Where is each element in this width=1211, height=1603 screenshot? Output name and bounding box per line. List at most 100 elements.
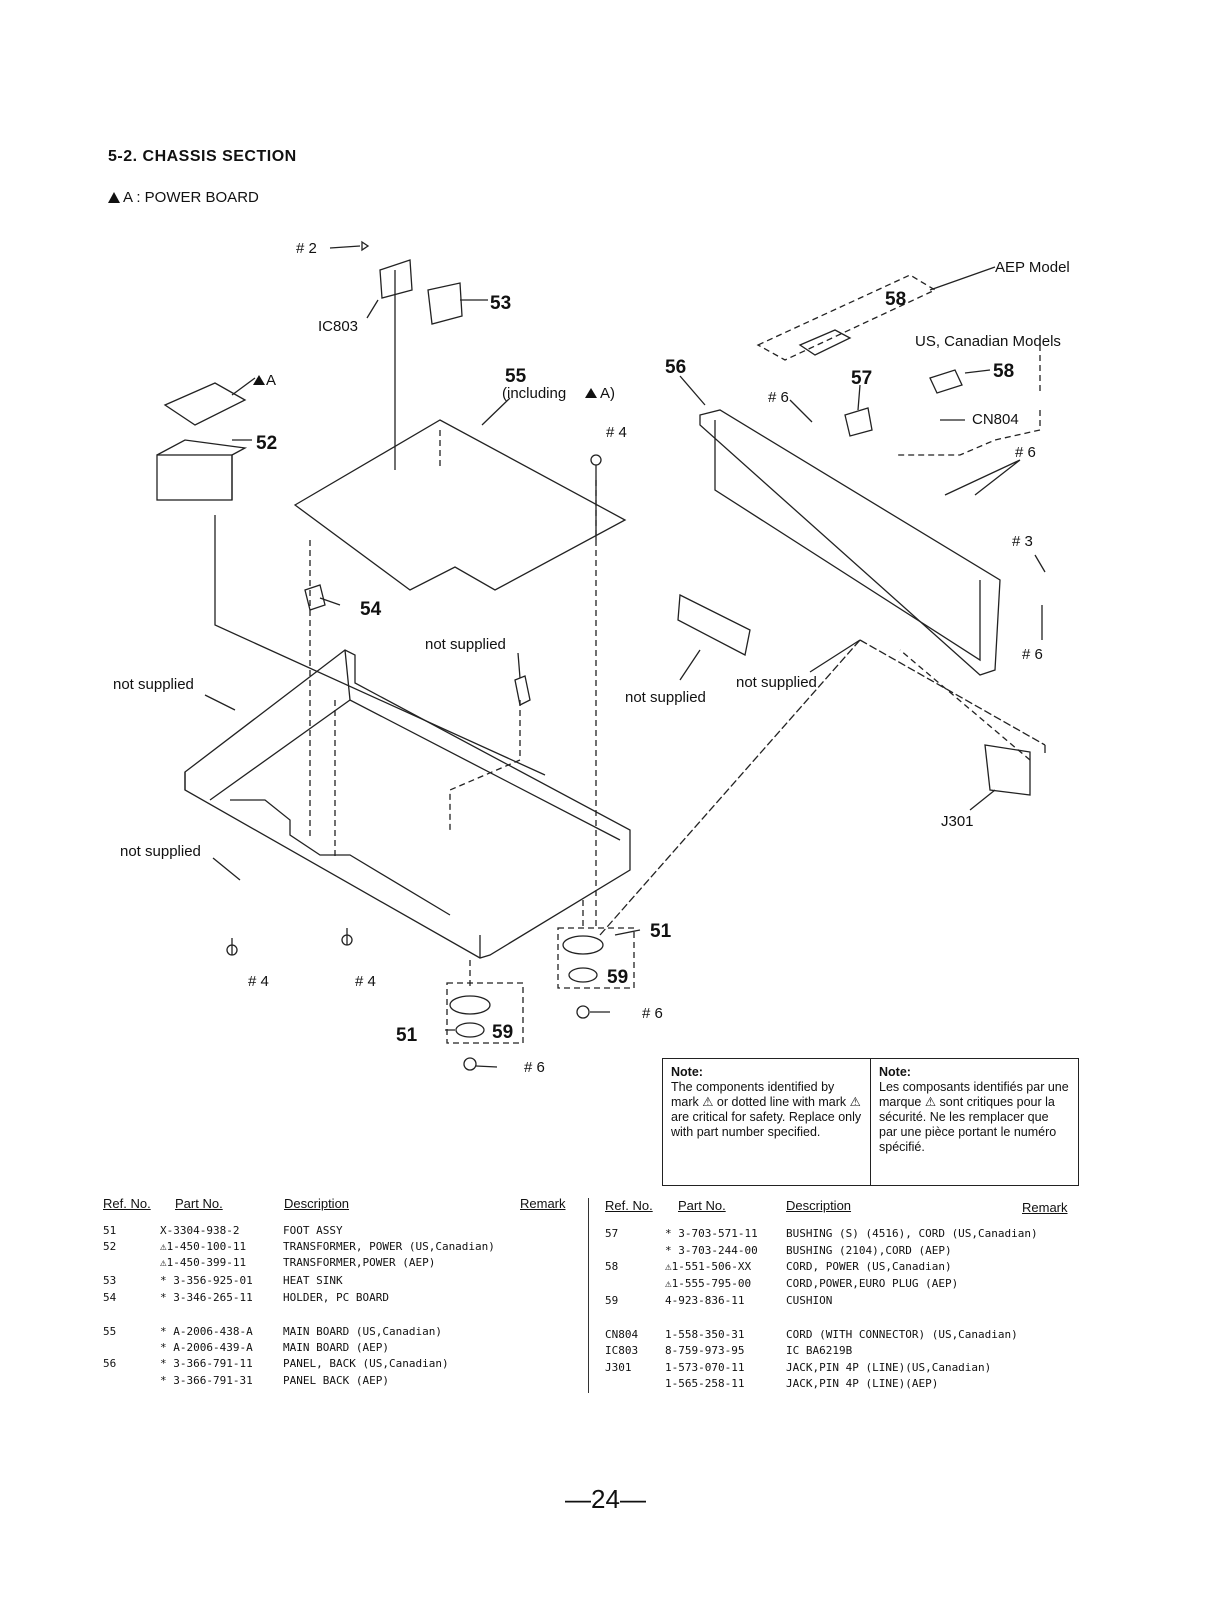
- ref-52: 52: [256, 433, 277, 454]
- chassis-frame: [184, 649, 631, 959]
- part-no-header-left: Part No.: [175, 1196, 223, 1211]
- ic803-label: IC803: [318, 318, 358, 335]
- exploded-diagram: # 2 IC803 53 A 52 55 (including A) # 4 5…: [113, 240, 1070, 1076]
- table-cell: 52: [103, 1240, 117, 1253]
- column-divider: [588, 1198, 589, 1393]
- table-cell: CUSHION: [786, 1294, 833, 1307]
- us-canadian-models-label: US, Canadian Models: [915, 333, 1061, 350]
- table-cell: * A-2006-438-A: [160, 1325, 253, 1338]
- table-cell: PANEL BACK (AEP): [283, 1374, 389, 1387]
- page-number: —24—: [565, 1484, 646, 1514]
- table-cell: * 3-366-791-11: [160, 1357, 253, 1370]
- foot-51b: [562, 935, 604, 955]
- heat-sink-53: [427, 282, 463, 325]
- power-board-legend-text: A : POWER BOARD: [123, 189, 259, 206]
- foot-51a: [449, 995, 491, 1015]
- table-cell: CORD,POWER,EURO PLUG (AEP): [786, 1277, 959, 1290]
- screw-6-label-b: # 6: [1015, 444, 1036, 461]
- holder-54: [304, 584, 326, 611]
- table-cell: X-3304-938-2: [160, 1224, 240, 1237]
- main-board: [293, 419, 627, 591]
- note-french: Note: Les composants identifiés par une …: [870, 1059, 1078, 1185]
- cn804-label: CN804: [972, 411, 1019, 428]
- ref-no-header-right: Ref. No.: [605, 1198, 653, 1213]
- table-cell: 1-558-350-31: [665, 1328, 745, 1341]
- ref-58-us: 58: [993, 361, 1014, 382]
- screw-6-label-c: # 6: [1022, 646, 1043, 663]
- ref-59-left: 59: [492, 1022, 513, 1043]
- board-a: [163, 382, 247, 426]
- table-cell: CORD, POWER (US,Canadian): [786, 1260, 952, 1273]
- not-supplied-label-2: not supplied: [113, 676, 194, 693]
- note-french-body: Les composants identifiés par une marque…: [879, 1080, 1069, 1154]
- table-cell: IC803: [605, 1344, 639, 1357]
- table-cell: 8-759-973-95: [665, 1344, 745, 1357]
- including-a-label: A): [600, 385, 615, 402]
- table-cell: ⚠1-450-399-11: [160, 1256, 247, 1269]
- ref-54: 54: [360, 599, 382, 620]
- back-panel: [699, 409, 1001, 676]
- table-cell: HEAT SINK: [283, 1274, 343, 1287]
- ref-56: 56: [665, 357, 686, 378]
- table-cell: CORD (WITH CONNECTOR) (US,Canadian): [786, 1328, 1018, 1341]
- screw-4-label-top: # 4: [606, 424, 627, 441]
- table-cell: 59: [605, 1294, 619, 1307]
- ref-55: 55: [505, 366, 527, 387]
- table-cell: ⚠1-555-795-00: [665, 1277, 752, 1290]
- note-french-heading: Note:: [879, 1065, 911, 1079]
- table-cell: 56: [103, 1357, 117, 1370]
- ref-59-right: 59: [607, 967, 628, 988]
- section-title: 5-2. CHASSIS SECTION: [108, 148, 297, 165]
- table-cell: ⚠1-450-100-11: [160, 1240, 247, 1253]
- screw-2-label: # 2: [296, 240, 317, 257]
- table-cell: J301: [605, 1361, 632, 1374]
- table-cell: 4-923-836-11: [665, 1294, 745, 1307]
- not-supplied-label-1: not supplied: [425, 636, 506, 653]
- description-header-right: Description: [786, 1198, 852, 1213]
- table-cell: * A-2006-439-A: [160, 1341, 253, 1354]
- table-cell: BUSHING (2104),CORD (AEP): [786, 1244, 952, 1257]
- ref-no-header-left: Ref. No.: [103, 1196, 151, 1211]
- remark-header-left: Remark: [520, 1196, 566, 1211]
- table-cell: JACK,PIN 4P (LINE)(AEP): [786, 1377, 939, 1390]
- plug-us: [929, 369, 963, 394]
- table-cell: MAIN BOARD (US,Canadian): [283, 1325, 442, 1338]
- screw-2: [329, 240, 370, 252]
- table-cell: 58: [605, 1260, 619, 1273]
- screw-6-label-e: # 6: [524, 1059, 545, 1076]
- table-cell: JACK,PIN 4P (LINE)(US,Canadian): [786, 1361, 992, 1374]
- table-cell: MAIN BOARD (AEP): [283, 1341, 389, 1354]
- ref-53: 53: [490, 293, 511, 314]
- not-supplied-label-5: not supplied: [120, 843, 201, 860]
- table-cell: * 3-356-925-01: [160, 1274, 253, 1287]
- screw-3-label: # 3: [1012, 533, 1033, 550]
- triangle-icon: [585, 388, 597, 398]
- note-english-heading: Note:: [671, 1065, 703, 1079]
- screw-6-label-a: # 6: [768, 389, 789, 406]
- description-header-left: Description: [284, 1196, 350, 1211]
- power-board-legend: A : POWER BOARD: [108, 189, 259, 206]
- ref-57: 57: [851, 368, 872, 389]
- j301-label: J301: [941, 813, 974, 830]
- table-cell: FOOT ASSY: [283, 1224, 343, 1237]
- table-cell: CN804: [605, 1328, 639, 1341]
- ref-51-left: 51: [396, 1025, 418, 1046]
- table-cell: BUSHING (S) (4516), CORD (US,Canadian): [786, 1227, 1038, 1240]
- screw-4-label-mid: # 4: [355, 973, 376, 990]
- screw-4-label-left: # 4: [248, 973, 269, 990]
- not-supplied-label-3: not supplied: [736, 674, 817, 691]
- table-cell: 55: [103, 1325, 117, 1338]
- table-cell: * 3-703-571-11: [665, 1227, 758, 1240]
- ic803-part: [379, 259, 413, 299]
- table-cell: 53: [103, 1274, 117, 1287]
- plug-aep: [798, 329, 852, 356]
- table-cell: * 3-346-265-11: [160, 1291, 253, 1304]
- part-no-header-right: Part No.: [678, 1198, 726, 1213]
- aep-model-label: AEP Model: [995, 259, 1070, 276]
- table-cell: 54: [103, 1291, 117, 1304]
- safety-note-box: Note: The components identified by mark …: [662, 1058, 1079, 1186]
- note-english-body: The components identified by mark ⚠ or d…: [671, 1080, 862, 1139]
- table-cell: PANEL, BACK (US,Canadian): [283, 1357, 449, 1370]
- table-cell: TRANSFORMER,POWER (AEP): [283, 1256, 436, 1269]
